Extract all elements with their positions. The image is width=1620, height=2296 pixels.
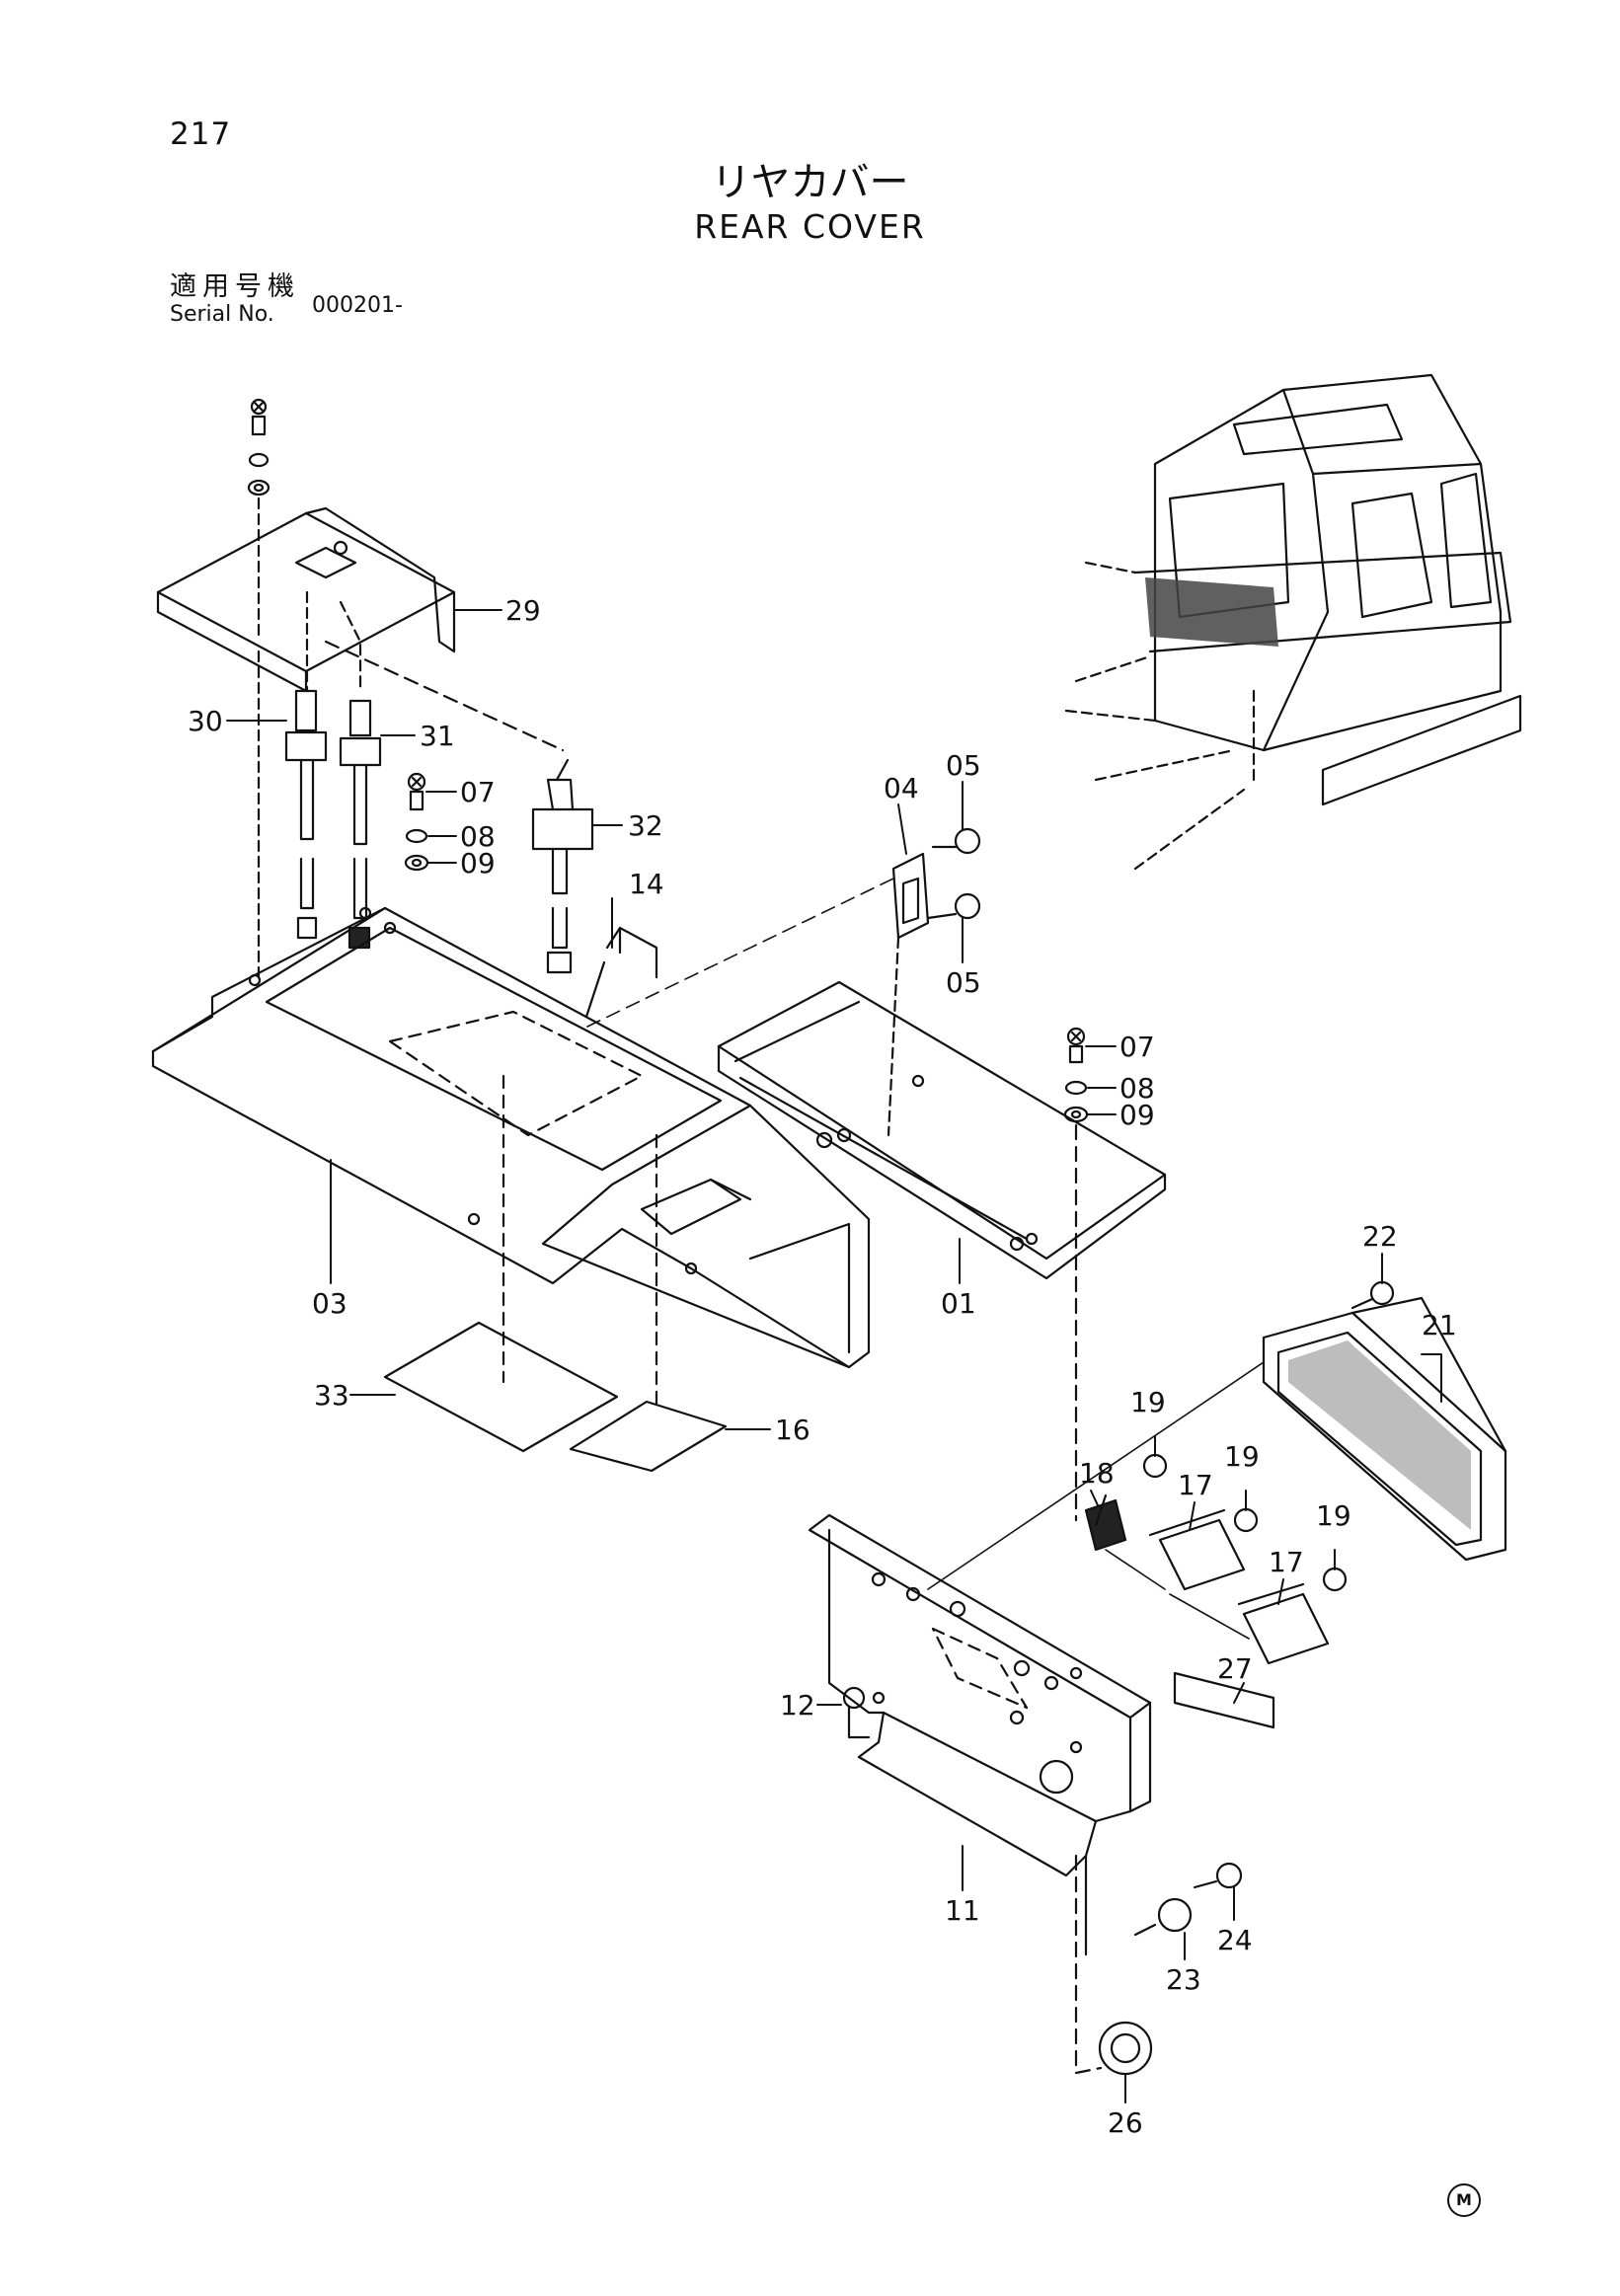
toggle-switch-part-32 bbox=[324, 640, 594, 974]
callout-31: 31 bbox=[420, 720, 455, 752]
bolt-part-12 bbox=[842, 1686, 871, 1739]
callout-03: 03 bbox=[312, 1287, 347, 1320]
callout-04: 04 bbox=[884, 772, 919, 804]
callout-26: 26 bbox=[1108, 2106, 1143, 2139]
bolt-part-24 bbox=[1193, 1862, 1243, 1889]
callout-12: 12 bbox=[780, 1689, 815, 1722]
louver-part-21 bbox=[1262, 1296, 1507, 1562]
callout-23: 23 bbox=[1166, 1963, 1201, 1996]
callout-18: 18 bbox=[1079, 1457, 1115, 1490]
page-title: REAR COVER bbox=[694, 207, 926, 246]
callout-19-a: 19 bbox=[1130, 1386, 1166, 1418]
bolt-part-22 bbox=[1350, 1280, 1395, 1310]
callout-07-left: 07 bbox=[460, 776, 496, 808]
screw-stack-left bbox=[404, 772, 429, 872]
machine-cab-illustration bbox=[1064, 373, 1522, 871]
callout-05-upper: 05 bbox=[946, 749, 981, 782]
sheet-part-16 bbox=[569, 1133, 728, 1473]
serial-label: Serial No. bbox=[170, 302, 274, 327]
bolt-part-05-upper bbox=[931, 827, 981, 855]
callout-29: 29 bbox=[505, 594, 541, 627]
screw-stack-top bbox=[247, 398, 270, 639]
callout-07-right: 07 bbox=[1119, 1031, 1155, 1063]
page-number: 217 bbox=[170, 116, 232, 152]
bracket-part-29 bbox=[156, 506, 456, 693]
callout-22: 22 bbox=[1362, 1220, 1398, 1253]
panel-part-01 bbox=[717, 980, 1167, 1280]
switch-part-30 bbox=[284, 590, 328, 940]
page-title-japanese: リヤカバー bbox=[711, 160, 909, 205]
leader-lines bbox=[226, 609, 1442, 2104]
callout-01: 01 bbox=[941, 1287, 976, 1320]
bolt-part-19-b bbox=[1233, 1507, 1259, 1533]
sheet-part-33 bbox=[383, 1074, 619, 1453]
callout-24: 24 bbox=[1217, 1924, 1253, 1956]
serial-label-japanese: 適用号機 bbox=[170, 271, 300, 302]
callout-17-b: 17 bbox=[1269, 1546, 1304, 1578]
callout-17-a: 17 bbox=[1178, 1469, 1213, 1501]
bracket-part-11 bbox=[808, 1513, 1152, 1956]
bolt-part-19-a bbox=[1142, 1453, 1168, 1479]
callout-09-right: 09 bbox=[1119, 1099, 1155, 1131]
callout-19-b: 19 bbox=[1224, 1440, 1260, 1473]
callout-27: 27 bbox=[1217, 1652, 1253, 1685]
latch-part-04 bbox=[586, 852, 930, 1137]
callout-30: 30 bbox=[188, 705, 223, 737]
grommet-part-26 bbox=[1074, 1854, 1153, 2076]
callout-32: 32 bbox=[628, 809, 663, 842]
relay-part-18 bbox=[1084, 1493, 1127, 1552]
bolt-part-19-c bbox=[1322, 1567, 1348, 1592]
switch-part-17-a bbox=[1148, 1508, 1246, 1591]
panel-part-03 bbox=[151, 650, 871, 1369]
serial-number-value: 000201- bbox=[312, 293, 403, 318]
handle-part-14 bbox=[584, 926, 658, 1019]
callout-08-right: 08 bbox=[1119, 1072, 1155, 1105]
switch-part-31 bbox=[339, 600, 382, 950]
callout-14: 14 bbox=[629, 868, 664, 900]
manufacturer-mark: M bbox=[1447, 2183, 1481, 2217]
callout-33: 33 bbox=[314, 1379, 349, 1412]
clamp-part-23 bbox=[1133, 1897, 1193, 1937]
callout-11: 11 bbox=[945, 1894, 980, 1927]
callout-19-c: 19 bbox=[1316, 1499, 1351, 1532]
callout-21: 21 bbox=[1422, 1309, 1457, 1341]
callout-16: 16 bbox=[775, 1414, 810, 1446]
callout-09-left: 09 bbox=[460, 847, 496, 880]
callout-08-left: 08 bbox=[460, 820, 496, 853]
bolt-part-05-lower bbox=[926, 892, 981, 920]
switch-part-17-b bbox=[1237, 1582, 1330, 1665]
screw-stack-right bbox=[1063, 1027, 1089, 1522]
callout-05-lower: 05 bbox=[946, 966, 981, 999]
